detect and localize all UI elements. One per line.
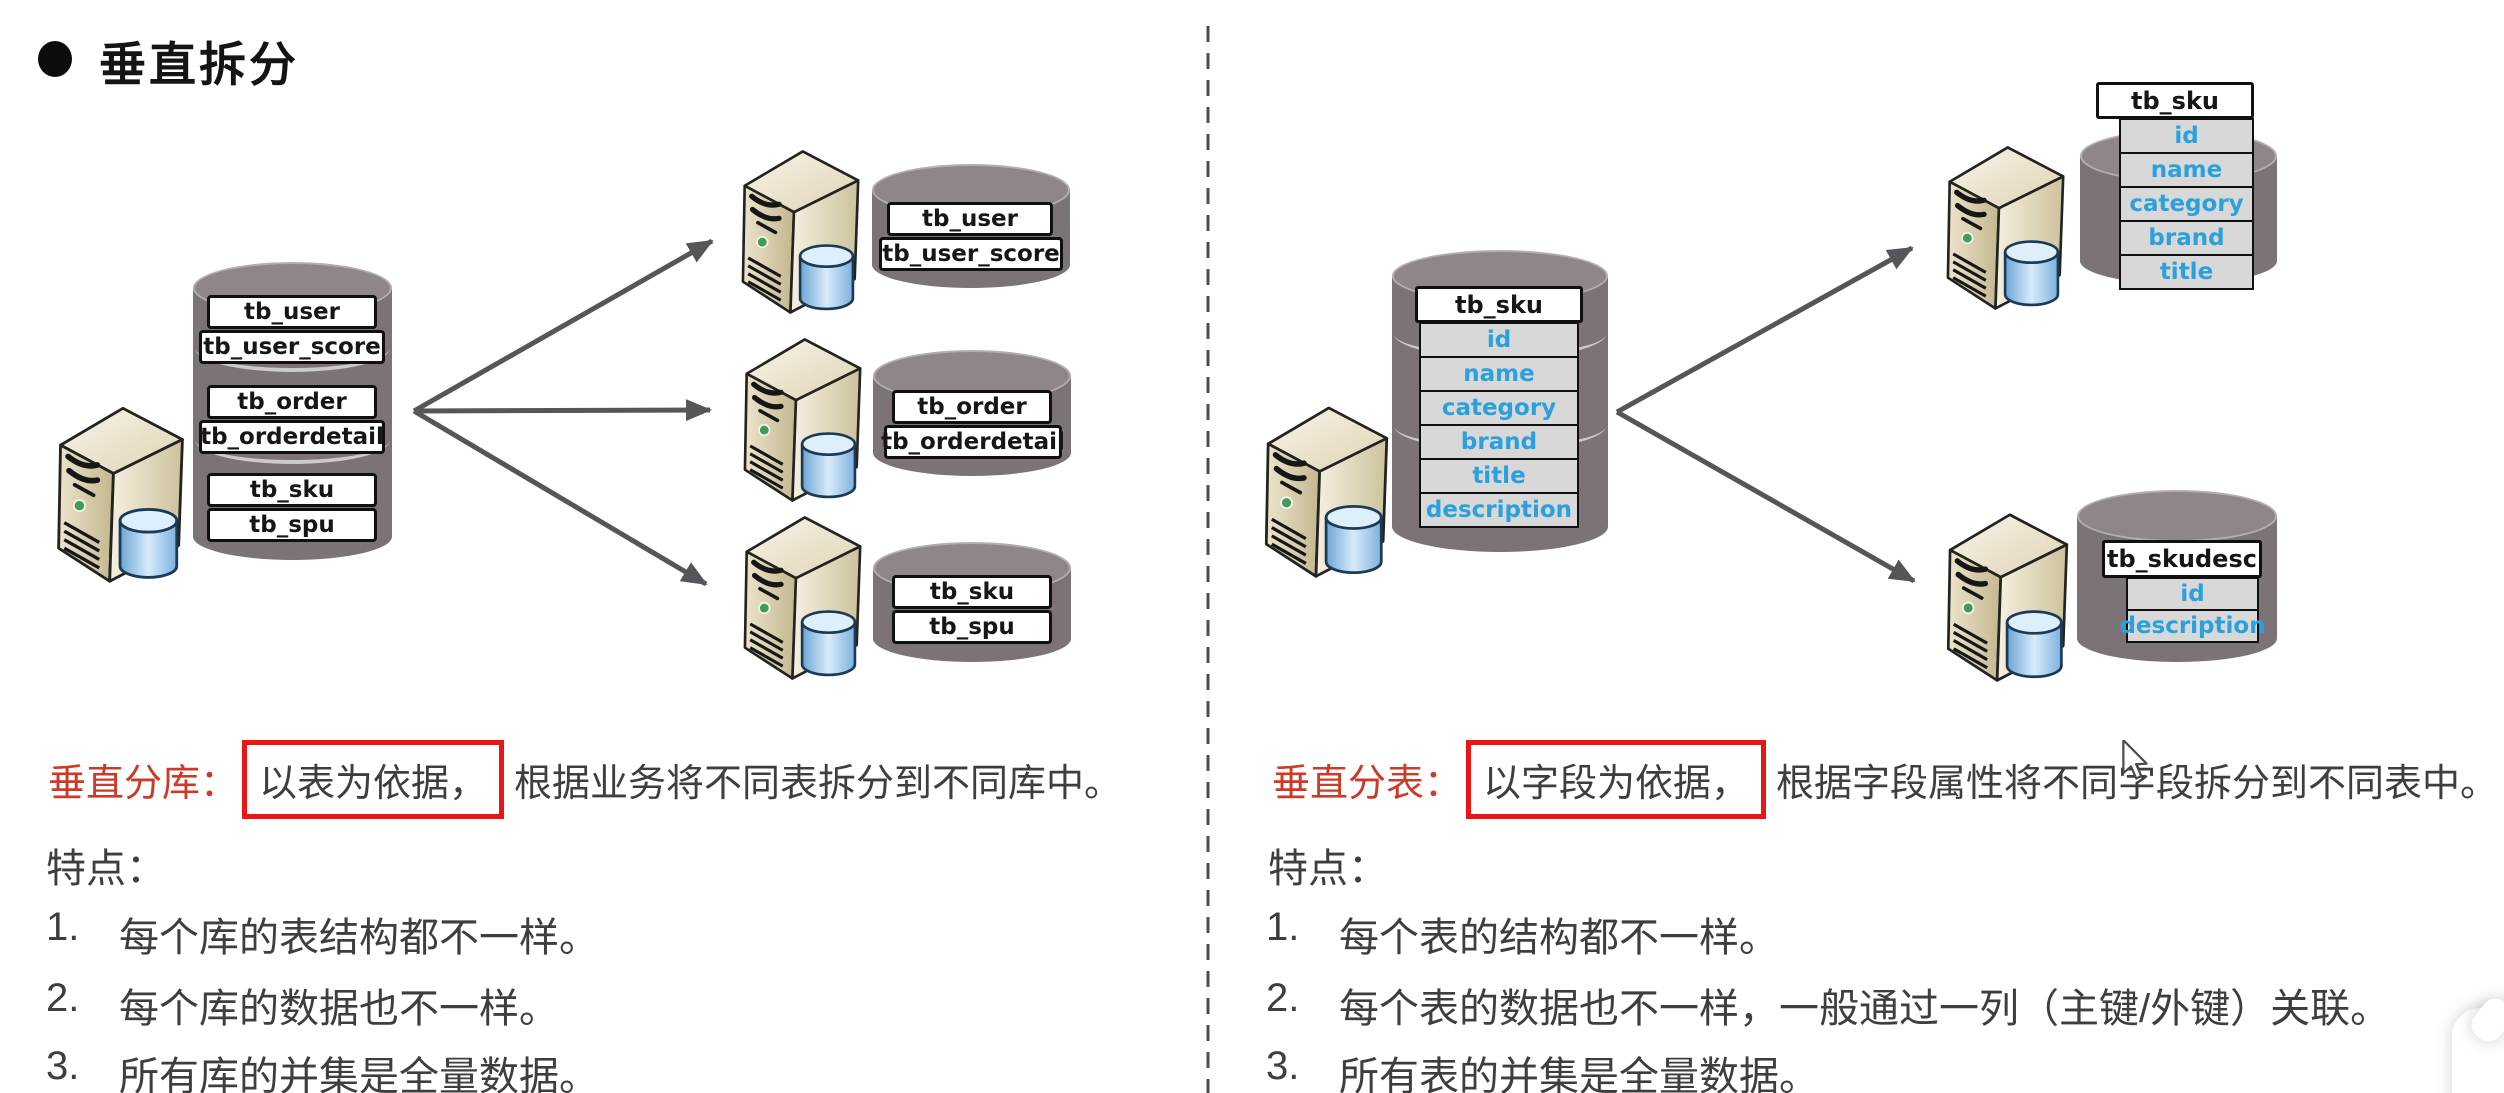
bullet-icon	[38, 41, 72, 77]
features-title: 特点：	[1268, 847, 1388, 891]
item-text: 所有库的并集是全量数据。	[119, 1055, 599, 1093]
flow-arrow	[1615, 409, 1916, 584]
field-label: name	[1419, 356, 1579, 392]
feature-item: 1. 每个表的结构都不一样。	[1266, 905, 1779, 963]
field-label: name	[2119, 152, 2254, 188]
server-icon	[1258, 396, 1396, 580]
field-label: brand	[2119, 220, 2254, 256]
table-label: tb_user	[887, 202, 1053, 236]
item-text: 所有表的并集是全量数据。	[1339, 1055, 1819, 1093]
table-label: tb_user_score	[199, 330, 385, 364]
feature-item: 3. 所有表的并集是全量数据。	[1266, 1044, 1819, 1093]
flow-arrow	[412, 408, 708, 587]
table-label: tb_orderdetail	[881, 425, 1065, 459]
table-label: tb_user	[207, 295, 377, 329]
item-text: 每个表的数据也不一样，一般通过一列（主键/外键）关联。	[1339, 987, 2391, 1031]
item-text: 每个库的数据也不一样。	[119, 987, 559, 1031]
field-label: id	[1419, 322, 1579, 358]
table-label: tb_sku	[892, 575, 1052, 609]
field-label: brand	[1419, 424, 1579, 460]
mouse-cursor	[2122, 740, 2148, 780]
highlight-box: 以表为依据，	[242, 739, 505, 819]
flow-arrow	[413, 399, 712, 422]
flow-arrow	[412, 238, 714, 414]
field-label: title	[2119, 254, 2254, 290]
item-number: 3.	[46, 1044, 80, 1088]
server-icon	[50, 396, 192, 585]
table-label: tb_spu	[892, 610, 1052, 644]
feature-item: 2. 每个库的数据也不一样。	[46, 976, 559, 1034]
features-title: 特点：	[46, 847, 166, 891]
table-label: tb_user_score	[879, 237, 1063, 271]
server-icon	[737, 506, 869, 682]
field-label: id	[2119, 118, 2254, 154]
server-icon	[1940, 503, 2076, 684]
description-text: 根据业务将不同表拆分到不同库中。	[514, 762, 1123, 805]
table-label: tb_order	[892, 390, 1052, 424]
item-number: 1.	[46, 905, 80, 949]
feature-item: 1. 每个库的表结构都不一样。	[46, 905, 599, 963]
item-number: 2.	[46, 976, 80, 1020]
field-label: description	[2119, 609, 2266, 643]
item-text: 每个库的表结构都不一样。	[119, 916, 599, 960]
field-label: description	[1419, 492, 1579, 528]
table-header: tb_sku	[2096, 82, 2254, 119]
field-label: id	[2126, 577, 2259, 611]
item-number: 3.	[1266, 1044, 1300, 1088]
table-label: tb_order	[207, 385, 377, 419]
table-header: tb_sku	[1415, 286, 1583, 323]
table-header: tb_skudesc	[2102, 540, 2262, 578]
table-label: tb_sku	[207, 473, 377, 507]
item-number: 1.	[1266, 905, 1300, 949]
heading-text: 垂直分库：	[48, 762, 239, 805]
table-label: tb_spu	[207, 508, 377, 542]
highlight-box: 以字段为依据，	[1466, 739, 1767, 819]
table-label: tb_orderdetail	[199, 420, 385, 454]
item-number: 2.	[1266, 976, 1300, 1020]
server-icon	[735, 140, 867, 316]
item-text: 每个表的结构都不一样。	[1339, 916, 1779, 960]
server-icon	[1940, 136, 2072, 312]
caption-line: 垂直分库：以表为依据，根据业务将不同表拆分到不同库中。	[48, 739, 1123, 819]
page-title: 垂直拆分	[99, 38, 299, 91]
server-icon	[737, 328, 869, 504]
feature-item: 3. 所有库的并集是全量数据。	[46, 1044, 599, 1093]
caption-line: 垂直分表：以字段为依据，根据字段属性将不同字段拆分到不同表中。	[1272, 739, 2498, 819]
feature-item: 2. 每个表的数据也不一样，一般通过一列（主键/外键）关联。	[1266, 976, 2390, 1034]
flow-arrow	[1615, 245, 1914, 415]
field-label: category	[2119, 186, 2254, 222]
heading-text: 垂直分表：	[1272, 762, 1463, 805]
field-label: title	[1419, 458, 1579, 494]
field-label: category	[1419, 390, 1579, 426]
